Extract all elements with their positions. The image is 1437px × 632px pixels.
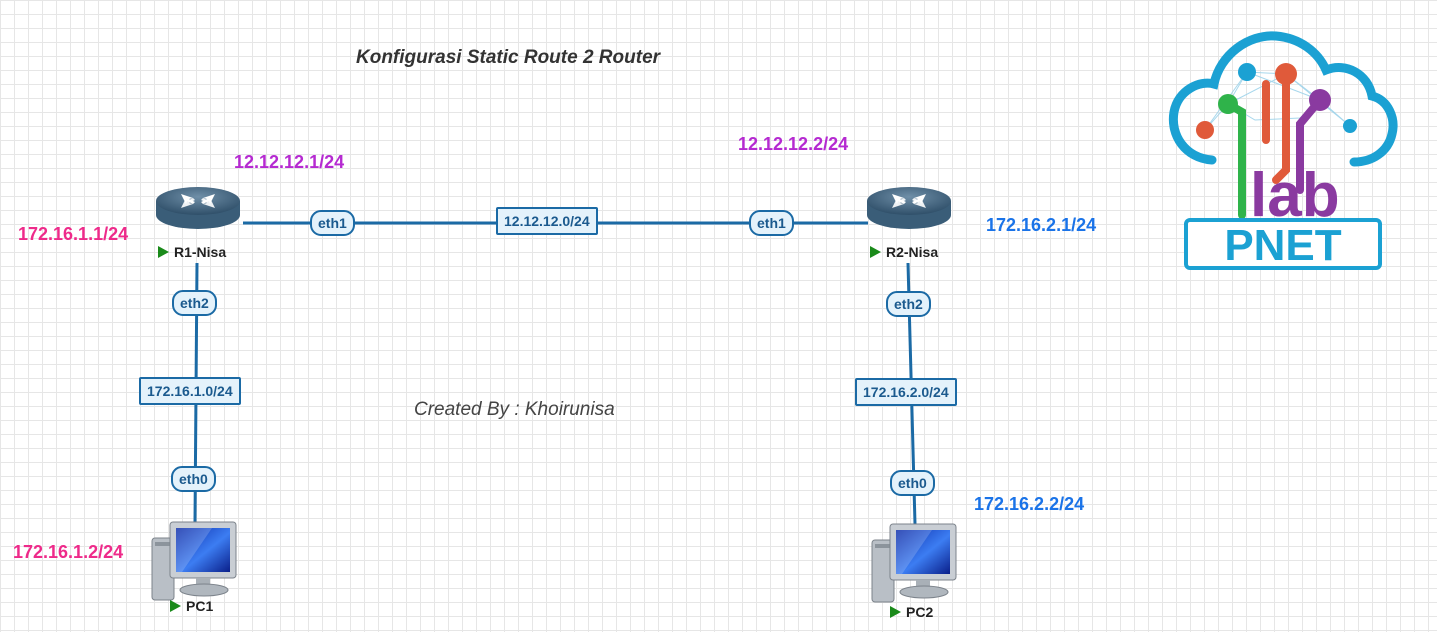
play-icon — [170, 600, 181, 612]
node-label-r2[interactable]: R2-Nisa — [870, 244, 938, 260]
ip-r1-wan: 12.12.12.1/24 — [234, 152, 345, 172]
iface-r1-eth2[interactable]: eth2 — [172, 290, 217, 316]
node-label-pc2[interactable]: PC2 — [890, 604, 933, 620]
node-label-r1[interactable]: R1-Nisa — [158, 244, 226, 260]
play-icon — [870, 246, 881, 258]
router-r1-icon[interactable] — [156, 187, 240, 229]
node-name-r1: R1-Nisa — [174, 244, 227, 260]
pc2-computer-icon[interactable] — [871, 523, 957, 603]
iface-pc1-eth0[interactable]: eth0 — [171, 466, 216, 492]
net-lan2[interactable]: 172.16.2.0/24 — [855, 378, 957, 406]
ip-pc1: 172.16.1.2/24 — [13, 542, 124, 562]
diagram-title: Konfigurasi Static Route 2 Router — [356, 47, 661, 68]
node-label-pc1[interactable]: PC1 — [170, 598, 213, 614]
pnet-lab-logo: lab PNET — [1168, 31, 1398, 270]
pc1-computer-icon[interactable] — [151, 521, 237, 601]
node-name-r2: R2-Nisa — [886, 244, 939, 260]
iface-pc2-eth0[interactable]: eth0 — [890, 470, 935, 496]
play-icon — [158, 246, 169, 258]
iface-r1-eth1[interactable]: eth1 — [310, 210, 355, 236]
iface-r2-eth2[interactable]: eth2 — [886, 291, 931, 317]
net-lan1[interactable]: 172.16.1.0/24 — [139, 377, 241, 405]
node-name-pc1: PC1 — [186, 598, 214, 614]
net-wan[interactable]: 12.12.12.0/24 — [496, 207, 598, 235]
links — [193, 221, 917, 525]
ip-r2-wan: 12.12.12.2/24 — [738, 134, 849, 154]
play-icon — [890, 606, 901, 618]
iface-r2-eth1[interactable]: eth1 — [749, 210, 794, 236]
logo-pnet-text: PNET — [1224, 221, 1341, 270]
router-r2-icon[interactable] — [867, 187, 951, 229]
ip-r1-lan: 172.16.1.1/24 — [18, 224, 129, 244]
ip-r2-lan: 172.16.2.1/24 — [986, 215, 1097, 235]
node-name-pc2: PC2 — [906, 604, 934, 620]
credit-text: Created By : Khoirunisa — [414, 399, 615, 420]
ip-pc2: 172.16.2.2/24 — [974, 494, 1085, 514]
